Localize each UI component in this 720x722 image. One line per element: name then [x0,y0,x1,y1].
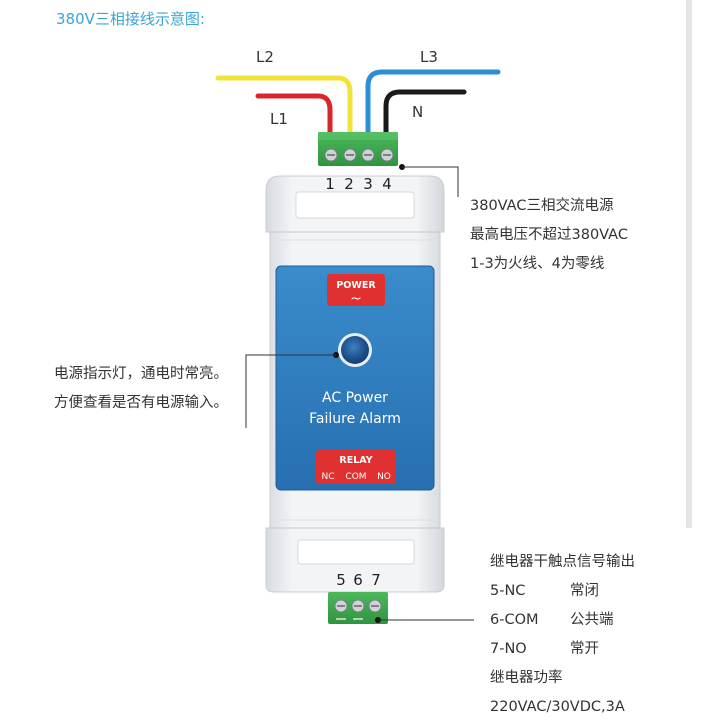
relay-row-com-desc: 公共端 [570,612,614,628]
power-badge: POWER ~ [327,274,385,307]
indicator-info-line-2: 方便查看是否有电源输入。 [54,395,228,411]
terminal-number-7: 7 [371,571,381,589]
callout-indicator [245,352,339,428]
wire-l1 [255,93,333,141]
relay-row-com-pin: 6-COM [490,612,539,628]
wire-label-l1: L1 [270,110,288,128]
front-panel [275,265,435,491]
relay-row-com: 6-COM 公共端 [490,606,635,635]
relay-nc-label: NC [321,472,334,482]
callout-power-input [399,164,459,197]
relay-com-label: COM [345,472,366,482]
wire-l2 [215,75,353,141]
wire-label-l2: L2 [256,48,274,66]
top-terminal-block [318,132,398,166]
relay-row-nc-desc: 常闭 [570,583,599,599]
terminal-number-3: 3 [363,175,373,193]
device-name-line1: AC Power [322,390,388,406]
relay-row-nc: 5-NC 常闭 [490,577,635,606]
relay-no-label: NO [377,472,391,482]
bottom-terminal-block [328,592,388,624]
wire-label-l3: L3 [420,48,438,66]
relay-badge: RELAY NC COM NO [316,450,396,484]
power-label: POWER [336,280,376,291]
relay-power-heading: 继电器功率 [490,670,563,686]
terminal-number-2: 2 [344,175,354,193]
indicator-info: 电源指示灯，通电时常亮。 方便查看是否有电源输入。 [54,360,228,418]
terminal-number-5: 5 [336,571,346,589]
relay-row-nc-pin: 5-NC [490,583,526,599]
relay-power-value: 220VAC/30VDC,3A [490,699,625,715]
indicator-info-line-1: 电源指示灯，通电时常亮。 [54,366,228,382]
relay-row-no-desc: 常开 [570,641,599,657]
relay-row-no: 7-NO 常开 [490,635,635,664]
wire-n [383,89,467,141]
device-name-line2: Failure Alarm [309,411,401,427]
power-info-line-2: 最高电压不超过380VAC [470,227,628,243]
relay-info-heading: 继电器干触点信号输出 [490,554,635,570]
power-input-info: 380VAC三相交流电源 最高电压不超过380VAC 1-3为火线、4为零线 [470,192,628,279]
power-indicator-led [338,333,372,367]
power-info-line-3: 1-3为火线、4为零线 [470,256,605,272]
wire-l3 [365,69,501,141]
wire-label-n: N [412,103,423,121]
relay-label: RELAY [339,455,372,466]
callout-relay-output [375,617,474,623]
terminal-number-4: 4 [382,175,392,193]
edge-sliver [686,0,692,528]
terminal-number-1: 1 [325,175,335,193]
power-symbol: ~ [350,291,362,307]
diagram-title: 380V三相接线示意图: [56,10,205,28]
power-info-line-1: 380VAC三相交流电源 [470,198,614,214]
relay-row-no-pin: 7-NO [490,641,527,657]
terminal-number-6: 6 [353,571,363,589]
